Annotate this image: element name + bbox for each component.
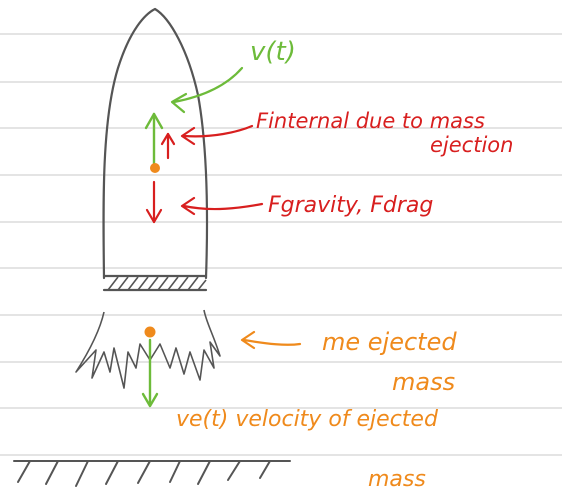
rocket-velocity-arrow <box>144 112 164 170</box>
rocket-body <box>102 7 209 292</box>
internal-force-arrow <box>160 132 176 160</box>
gravity-drag-label: Fgravity, Fdrag <box>268 193 433 218</box>
gravity-drag-pointer-arrow <box>180 196 264 216</box>
nozzle-hatch <box>107 276 207 291</box>
ejected-mass-pointer-arrow <box>240 330 302 350</box>
internal-force-pointer-arrow <box>180 124 254 146</box>
ejection-velocity-arrow <box>141 338 159 408</box>
ground <box>13 460 291 487</box>
velocity-label: v(t) <box>250 37 296 67</box>
center-of-mass-dot <box>150 163 160 173</box>
velocity-pointer-arrow <box>170 66 244 114</box>
ruled-lines <box>0 33 562 456</box>
exhaust-flame <box>75 309 221 389</box>
ejected-mass-dot <box>144 326 156 338</box>
gravity-drag-arrow <box>145 180 163 224</box>
